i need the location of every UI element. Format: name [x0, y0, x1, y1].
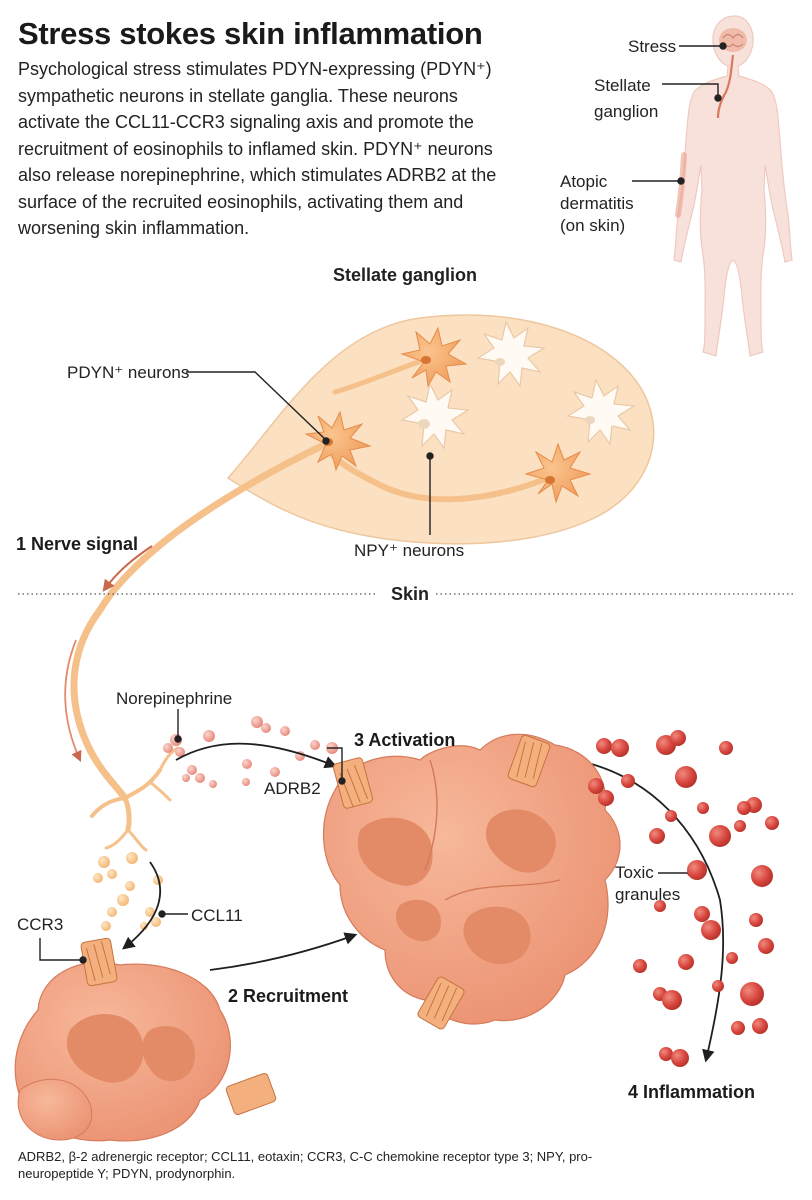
step-3-label: 3 Activation — [354, 730, 456, 750]
recruited-eosinophil — [14, 961, 231, 1142]
step-1-label: 1 Nerve signal — [16, 534, 139, 554]
norepinephrine-molecules — [163, 716, 338, 788]
body-label-atopic: Atopic dermatitis (on skin) — [560, 172, 634, 235]
step-4-label: 4 Inflammation — [628, 1082, 756, 1102]
pdyn-neuron — [524, 442, 592, 504]
abbreviations-footnote: ADRB2, β-2 adrenergic receptor; CCL11, e… — [18, 1149, 593, 1181]
ccr3-receptor — [225, 1073, 277, 1115]
body-label-stress: Stress — [628, 37, 677, 56]
nerve-signal-arrow — [102, 545, 153, 592]
toxic-granules — [588, 730, 779, 1067]
npy-neuron — [400, 382, 470, 450]
activated-eosinophils — [322, 733, 621, 1025]
pdyn-neurons-label: PDYN⁺ neurons — [67, 363, 190, 382]
page-title: Stress stokes skin inflammation — [18, 16, 483, 51]
stellate-ganglion — [96, 314, 655, 614]
pdyn-neuron — [400, 326, 468, 388]
ccl11-molecules — [93, 852, 163, 931]
npy-neuron — [566, 378, 636, 446]
ccr3-label: CCR3 — [17, 915, 64, 934]
ganglion-leaders — [186, 371, 434, 535]
body-label-stellate: Stellate ganglion — [594, 76, 659, 121]
ganglion-header: Stellate ganglion — [333, 265, 478, 285]
adrb2-receptor — [507, 734, 551, 788]
npy-neuron — [476, 320, 546, 388]
norepinephrine-label: Norepinephrine — [116, 689, 233, 708]
adrb2-label: ADRB2 — [264, 779, 321, 798]
adrb2-receptor — [417, 976, 465, 1030]
ccr3-receptor — [80, 937, 118, 987]
body-map-leaders — [632, 42, 727, 185]
toxic-granules-label: Toxic granules — [615, 863, 681, 904]
intro-paragraph: Psychological stress stimulates PDYN-exp… — [18, 59, 497, 238]
npy-neurons-label: NPY⁺ neurons — [354, 541, 465, 560]
skin-header: Skin — [387, 584, 434, 605]
human-body — [673, 15, 793, 357]
ccl11-label: CCL11 — [191, 906, 243, 925]
step-2-label: 2 Recruitment — [228, 986, 349, 1006]
nerve-fiber — [64, 606, 180, 852]
